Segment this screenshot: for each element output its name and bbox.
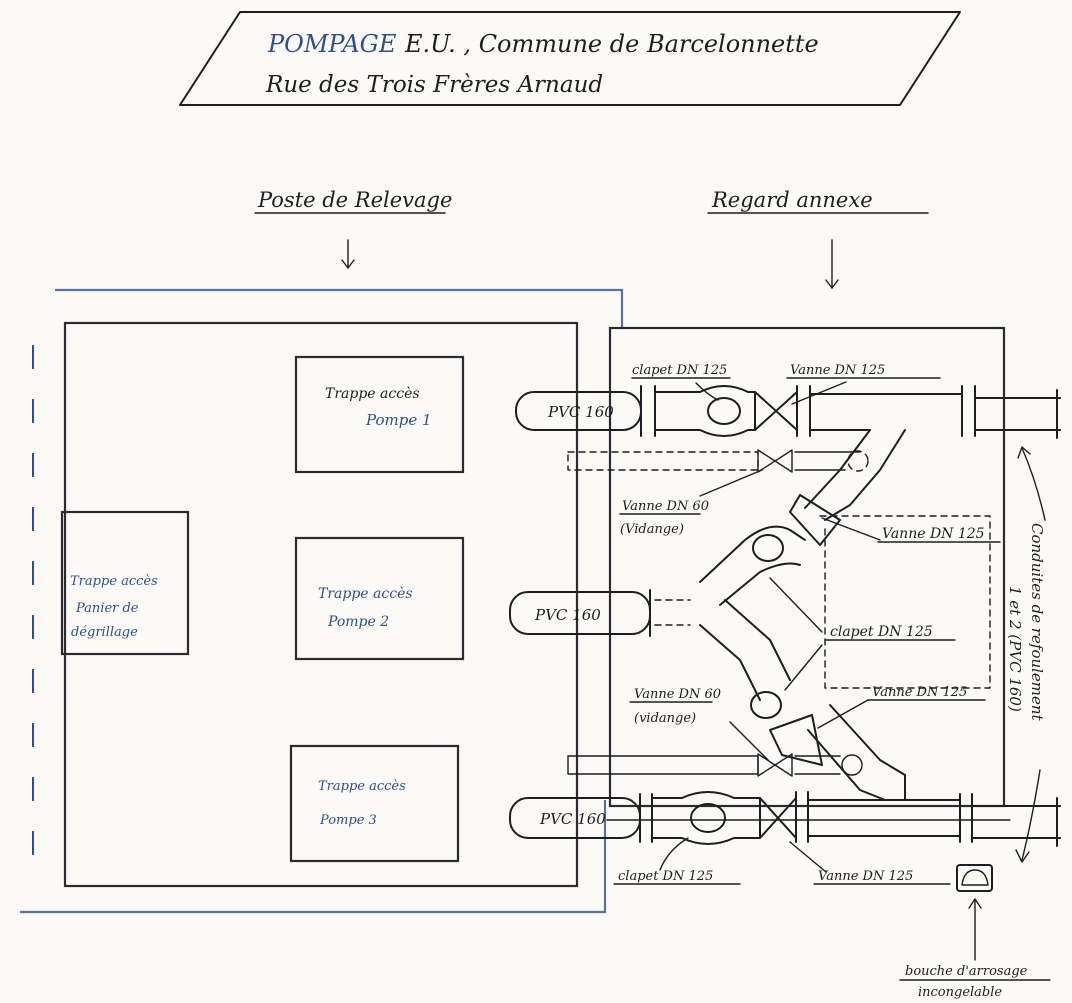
vanne-dn60-1 [757, 449, 793, 473]
poste-inner-chamber [63, 321, 579, 888]
poste-outer-wall [55, 288, 624, 328]
arrow-conduites-bottom [1021, 769, 1041, 861]
label-clapet-bot: clapet DN 125 [618, 869, 713, 884]
vidange-outlet-1 [847, 450, 869, 472]
arrow-clapet-bot [659, 837, 689, 871]
title-banner [179, 11, 961, 106]
clapet-2-upper [752, 534, 784, 562]
clapet-3 [690, 803, 726, 833]
arrow-clapet-mid-2 [784, 644, 823, 691]
vidange-outlet-3 [841, 754, 863, 776]
label-vanne60-bot-a: Vanne DN 60 [634, 687, 721, 702]
hatch-pompe-2-label-a: Trappe accès [318, 586, 413, 602]
hatch-panier-label-c: dégrillage [71, 625, 138, 640]
poste-outer-wall-bottom [20, 800, 607, 914]
regard-arrowhead [825, 279, 839, 289]
clapet-2-lower [750, 691, 782, 719]
hatch-pompe-1-label-b: Pompe 1 [365, 411, 432, 429]
vanne-dn125-mid-2 [769, 714, 823, 766]
arrow-vanne-bot [789, 841, 827, 873]
hatch-panier-label-b: Panier de [75, 601, 139, 616]
arrow-vanne-top [791, 381, 847, 405]
hatch-pompe-1-label-a: Trappe accès [325, 386, 420, 402]
arrow-vanne60-bot [729, 721, 769, 761]
hatch-pompe-2 [294, 536, 465, 661]
arrow-conduites-top [1021, 447, 1046, 521]
label-vanne60-top-b: (Vidange) [620, 522, 684, 537]
regard-dashed-zone [819, 515, 991, 689]
hatch-pompe-2-label-b: Pompe 2 [327, 614, 389, 630]
vidange-pipe-1 [567, 451, 759, 471]
label-clapet-top: clapet DN 125 [632, 363, 727, 378]
arrow-vanne-mid-1 [821, 517, 881, 541]
title-street: Rue des Trois Frères Arnaud [265, 72, 603, 98]
clapet-1 [707, 397, 741, 425]
branch-2-lower [699, 599, 791, 701]
pvc-pipe-2-label: PVC 160 [534, 606, 601, 624]
hatch-pompe-1 [294, 355, 465, 474]
section-poste-relevage: Poste de Relevage [257, 188, 452, 212]
collector-top [804, 429, 906, 521]
hatch-panier-label-a: Trappe accès [70, 574, 158, 589]
label-clapet-mid: clapet DN 125 [830, 624, 933, 640]
title-pompage: POMPAGE [267, 30, 397, 58]
label-bouche-b: incongelable [918, 985, 1002, 1000]
arrow-vanne-mid-2 [817, 699, 869, 729]
regard-chamber [608, 326, 1006, 808]
pvc-pipe-1-label: PVC 160 [547, 403, 614, 421]
clapet-3-body [651, 791, 761, 845]
label-conduites-a: Conduites de refoulement [1028, 523, 1046, 722]
label-vanne60-top-a: Vanne DN 60 [622, 499, 709, 514]
arrow-clapet-top [695, 382, 719, 401]
hatch-panier [60, 510, 190, 656]
title-commune: E.U. , Commune de Barcelonnette [404, 30, 819, 58]
pvc-pipe-3-label: PVC 160 [539, 810, 606, 828]
vanne-dn125-mid-1 [789, 494, 841, 546]
hatch-pompe-3-label-b: Pompe 3 [319, 813, 377, 828]
label-vanne-mid-1: Vanne DN 125 [882, 526, 985, 542]
clapet-1-body [654, 385, 756, 437]
collector-bottom [807, 704, 906, 801]
vidange-pipe-3 [567, 755, 759, 775]
hatch-pompe-3 [289, 744, 460, 863]
vanne-1 [754, 391, 798, 431]
label-vanne-mid-2: Vanne DN 125 [872, 685, 967, 700]
arrow-clapet-mid-1 [769, 577, 823, 633]
label-bouche-a: bouche d'arrosage [905, 964, 1028, 979]
label-conduites-b: 1 et 2 (PVC 160) [1006, 586, 1024, 712]
label-vanne-bot: Vanne DN 125 [818, 869, 913, 884]
arrow-vanne60-top [699, 469, 763, 497]
branch-2-upper [699, 525, 806, 606]
vanne-dn60-3 [757, 753, 793, 777]
vanne-3 [759, 797, 797, 839]
label-vanne-top: Vanne DN 125 [790, 363, 885, 378]
poste-arrowhead [341, 259, 355, 269]
hatch-pompe-3-label-a: Trappe accès [318, 779, 406, 794]
bouche-arrosage-symbol [956, 864, 993, 892]
label-vanne60-bot-b: (vidange) [634, 711, 696, 726]
section-regard-annexe: Regard annexe [711, 188, 873, 212]
